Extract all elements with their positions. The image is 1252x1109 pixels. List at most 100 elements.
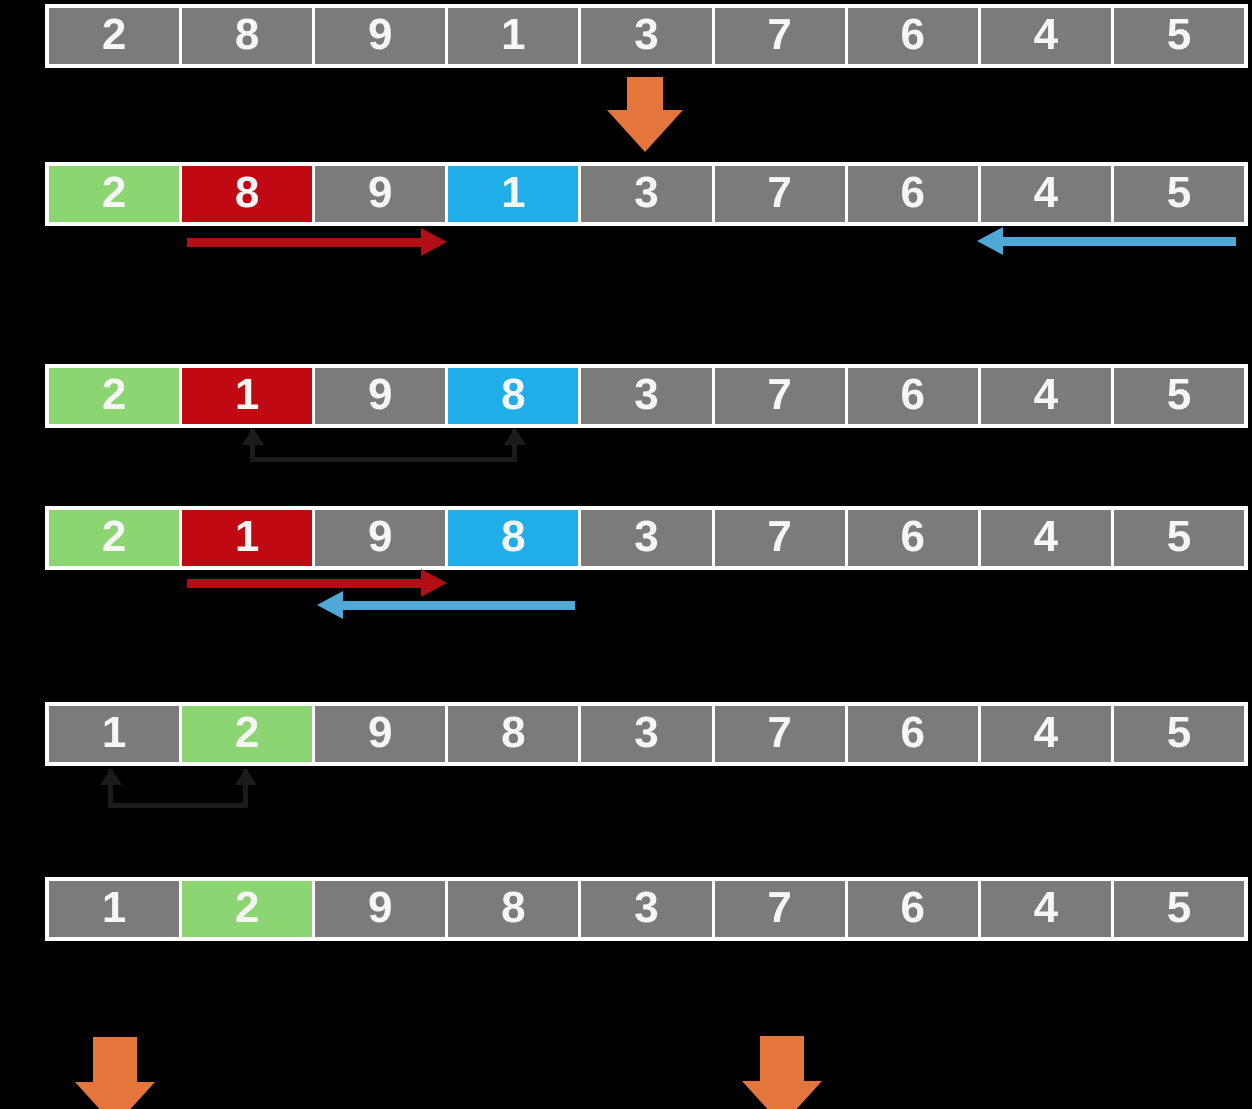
array-cell: 8 [179,166,313,222]
cell-value: 6 [900,882,925,932]
array-cell: 4 [977,510,1111,566]
array-cell: 8 [445,706,579,762]
cell-value: 6 [900,707,925,757]
array-cell: 9 [312,8,446,64]
array-cell: 5 [1110,8,1244,64]
cell-value: 3 [634,369,659,419]
cell-value: 8 [501,882,526,932]
array-cell: 3 [578,166,712,222]
array-cell: 7 [711,368,845,424]
cell-value: 7 [767,369,792,419]
cell-value: 4 [1033,882,1059,932]
array-row-4: 2 1 9 8 3 7 6 4 5 [45,506,1248,570]
array-cell: 6 [844,166,978,222]
cell-value: 3 [634,167,659,217]
cell-value: 5 [1166,707,1192,757]
cell-value: 8 [234,167,260,217]
cell-value: 5 [1166,167,1192,217]
cell-value: 3 [634,9,659,59]
array-cell: 2 [49,8,180,64]
array-cell: 1 [49,706,180,762]
array-cell: 7 [711,166,845,222]
cell-value: 2 [101,511,127,561]
array-cell: 1 [49,881,180,937]
swap-arrow-icon [241,428,526,462]
array-cell: 7 [711,8,845,64]
array-cell: 8 [445,510,579,566]
cell-value: 7 [767,511,792,561]
array-cell: 1 [445,166,579,222]
cell-value: 9 [368,511,393,561]
cell-value: 8 [501,707,526,757]
cell-value: 3 [634,707,659,757]
array-row-1: 2 8 9 1 3 7 6 4 5 [45,4,1248,68]
swap-arrow-icon [99,768,257,808]
array-cell: 1 [179,368,313,424]
cell-value: 1 [501,167,526,217]
cell-value: 1 [101,882,127,932]
array-cell: 9 [312,368,446,424]
cell-value: 6 [900,511,925,561]
cell-value: 7 [767,167,792,217]
cell-value: 8 [234,9,260,59]
cell-value: 8 [501,511,526,561]
array-cell: 6 [844,706,978,762]
cell-value: 6 [900,369,925,419]
cell-value: 3 [634,511,659,561]
cell-value: 9 [368,9,393,59]
cell-value: 3 [634,882,659,932]
cell-value: 5 [1166,882,1192,932]
cell-value: 4 [1033,9,1059,59]
array-cell: 2 [49,166,180,222]
array-cell: 3 [578,881,712,937]
cell-value: 1 [234,369,260,419]
array-cell: 4 [977,706,1111,762]
cell-value: 5 [1166,369,1192,419]
right-scan-arrow-icon [977,227,1236,255]
cell-value: 7 [767,707,792,757]
array-cell: 4 [977,881,1111,937]
right-scan-arrow-icon [317,591,575,619]
cell-value: 1 [234,511,260,561]
array-cell: 4 [977,368,1111,424]
cell-value: 5 [1166,511,1192,561]
array-cell: 3 [578,368,712,424]
array-cell: 2 [179,706,313,762]
array-cell: 3 [578,510,712,566]
cell-value: 8 [501,369,526,419]
array-cell: 7 [711,706,845,762]
array-cell: 5 [1110,368,1244,424]
array-cell: 8 [445,368,579,424]
array-cell: 7 [711,510,845,566]
array-cell: 6 [844,881,978,937]
array-cell: 9 [312,166,446,222]
cell-value: 2 [101,167,127,217]
cell-value: 5 [1166,9,1192,59]
cell-value: 4 [1033,511,1059,561]
cell-value: 2 [234,882,260,932]
cell-value: 2 [101,9,127,59]
array-cell: 6 [844,510,978,566]
array-cell: 2 [179,881,313,937]
array-cell: 9 [312,881,446,937]
cell-value: 1 [501,9,526,59]
array-cell: 2 [49,510,180,566]
recurse-right-down-arrow-icon [742,1036,822,1109]
cell-value: 6 [900,9,925,59]
array-cell: 8 [445,881,579,937]
array-cell: 9 [312,510,446,566]
array-cell: 5 [1110,166,1244,222]
cell-value: 7 [767,9,792,59]
cell-value: 4 [1033,369,1059,419]
array-cell: 5 [1110,706,1244,762]
pivot-down-arrow-icon [607,77,683,152]
array-cell: 5 [1110,881,1244,937]
cell-value: 9 [368,369,393,419]
array-cell: 1 [179,510,313,566]
array-cell: 3 [578,706,712,762]
